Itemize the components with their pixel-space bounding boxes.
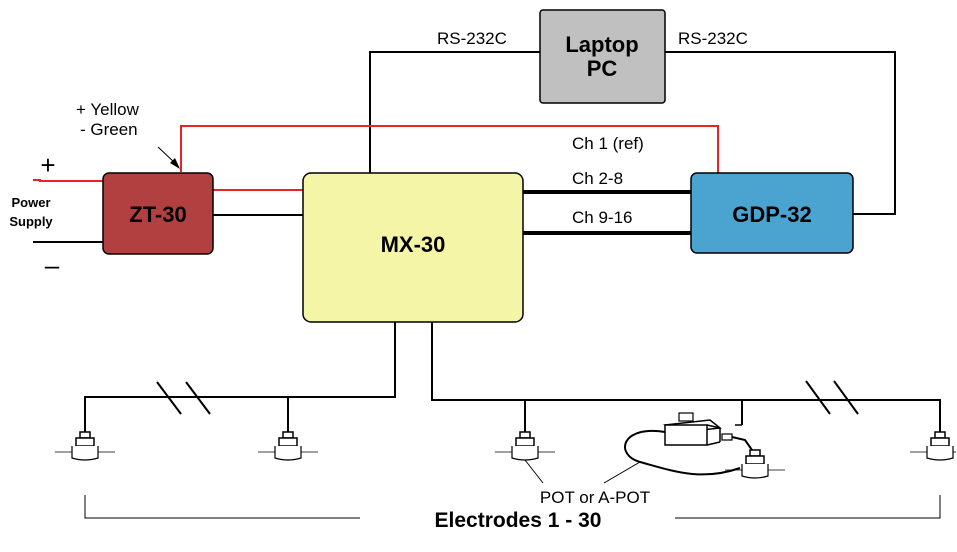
power-minus-sign: –	[45, 250, 60, 280]
red-wire-ref	[180, 125, 719, 173]
break-mark-left-a	[156, 381, 182, 415]
apot-module	[624, 412, 753, 476]
electrode-30	[910, 431, 956, 461]
pot-pointer	[524, 459, 544, 484]
ch2-8-label: Ch 2-8	[572, 169, 623, 188]
pointer-arrowhead	[170, 158, 180, 169]
zt30-label: ZT-30	[129, 202, 186, 227]
ch9-16-label: Ch 9-16	[572, 208, 632, 227]
electrode-1	[55, 431, 115, 461]
plus-yellow-label: + Yellow	[76, 100, 140, 119]
power-supply-line1: Power	[11, 195, 50, 210]
electrodes-bracket-left	[84, 495, 360, 519]
power-plus-wire	[33, 179, 103, 182]
break-mark-right-a	[805, 380, 831, 415]
electrodes-label: Electrodes 1 - 30	[435, 509, 602, 532]
gdp32-label: GDP-32	[732, 202, 811, 227]
mx30-label: MX-30	[381, 232, 446, 257]
break-mark-right-b	[833, 380, 859, 415]
rs232-left-label: RS-232C	[437, 29, 507, 48]
apot-pointer	[603, 461, 641, 484]
laptop-pc-box	[539, 9, 666, 104]
minus-green-label: - Green	[80, 120, 138, 139]
pot-label: POT or A-POT	[540, 488, 650, 507]
mx30-box	[302, 172, 524, 323]
ch1-label: Ch 1 (ref)	[572, 134, 644, 153]
electrode-cable-right	[431, 322, 941, 432]
yellow-green-pointer	[157, 146, 176, 164]
electrode-cable-left	[84, 322, 396, 432]
electrodes-bracket-right	[675, 495, 941, 519]
break-mark-left-b	[185, 381, 211, 415]
gdp32-box	[690, 172, 854, 254]
laptop-label-line1: Laptop	[565, 32, 638, 57]
rs232-left-wire	[369, 51, 540, 173]
electrode-apot	[725, 449, 785, 479]
zt30-box	[102, 172, 214, 255]
electrode-pot	[495, 431, 555, 461]
power-supply-line2: Supply	[9, 214, 53, 229]
rs232-right-label: RS-232C	[678, 29, 748, 48]
laptop-label-line2: PC	[587, 56, 618, 81]
electrode-2	[258, 431, 318, 461]
power-plus-sign: +	[40, 150, 55, 180]
rs232-right-wire	[665, 51, 896, 215]
